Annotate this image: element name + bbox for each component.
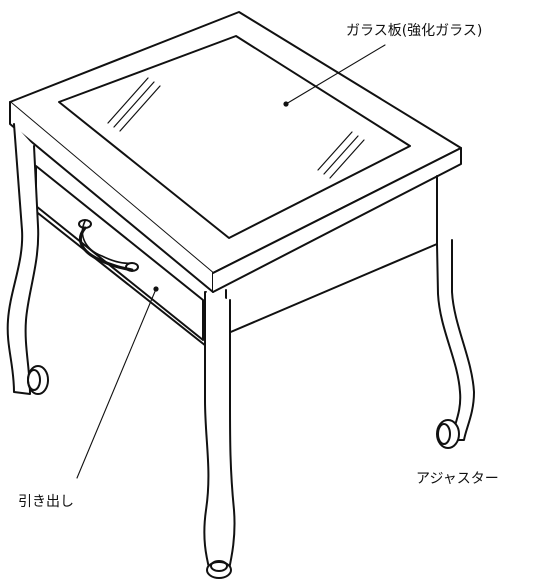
- leg-back-right: [436, 239, 475, 441]
- leg-back-left: [6, 123, 40, 395]
- adjuster-caster-back-left: [27, 365, 49, 395]
- callout-leader-drawer: [76, 286, 159, 479]
- leg-front-right: [203, 291, 236, 575]
- tabletop-right-edge: [212, 147, 462, 293]
- drawer-handle: [78, 219, 139, 272]
- glass-panel-label: ガラス板(強化ガラス): [346, 23, 483, 39]
- glass-reflection-left: [107, 77, 161, 132]
- callout-leader-glass: [283, 44, 386, 107]
- adjuster-caster-back-right: [436, 419, 460, 449]
- glass-reflection-right: [317, 131, 365, 179]
- drawer-label: 引き出し: [18, 494, 74, 510]
- adjuster-caster-front-right: [206, 560, 232, 579]
- adjuster-label: アジャスター: [416, 471, 499, 487]
- glass-panel: [58, 35, 411, 239]
